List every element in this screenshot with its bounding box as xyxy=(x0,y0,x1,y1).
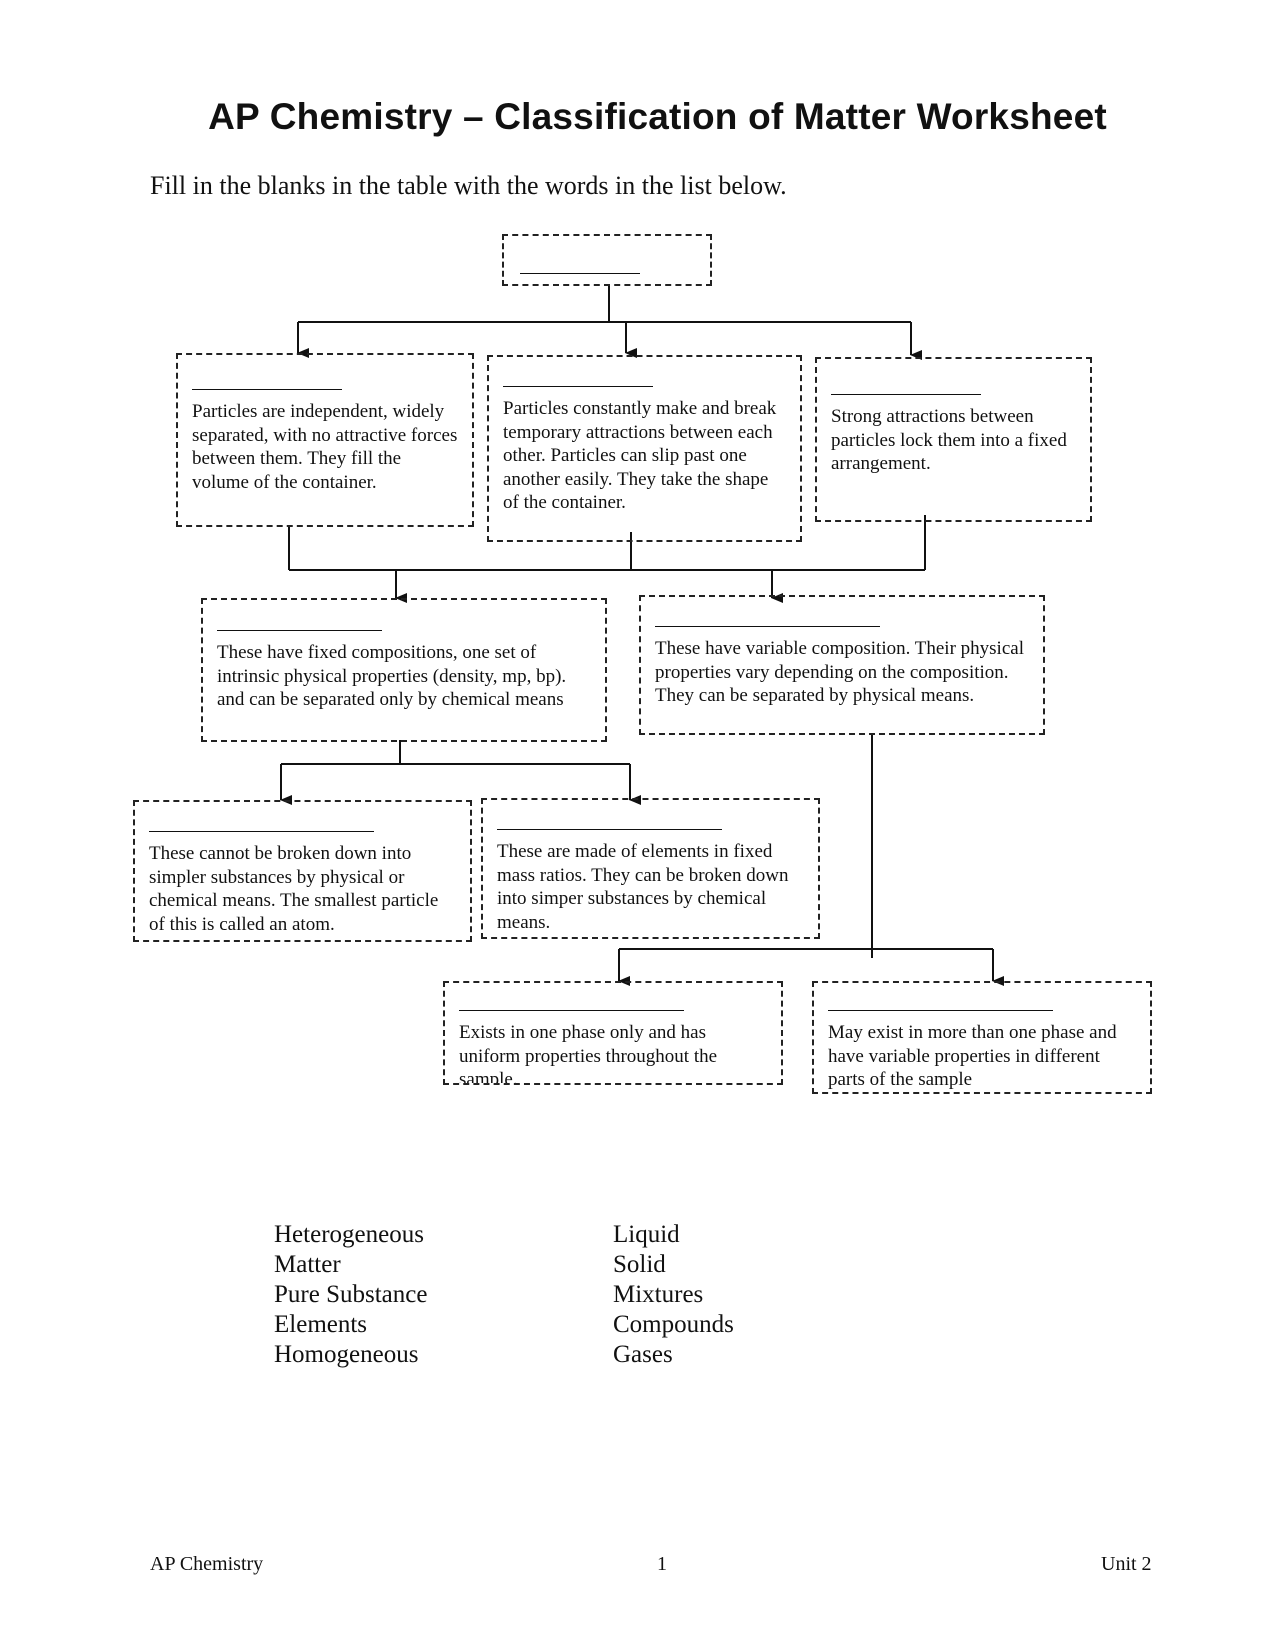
footer-left: AP Chemistry xyxy=(150,1553,264,1575)
word-list-item: Heterogeneous xyxy=(274,1221,424,1248)
compound-description: These are made of elements in fixed mass… xyxy=(497,841,789,933)
answer-blank[interactable] xyxy=(459,1010,684,1011)
answer-blank[interactable] xyxy=(828,1010,1053,1011)
element-box: These cannot be broken down into simpler… xyxy=(133,800,472,942)
solid-description: Strong attractions between particles loc… xyxy=(831,406,1067,474)
answer-blank[interactable] xyxy=(503,386,653,387)
liquid-box: Particles constantly make and break temp… xyxy=(487,355,802,542)
word-list-item: Solid xyxy=(613,1251,666,1278)
solid-box: Strong attractions between particles loc… xyxy=(815,357,1092,522)
instructions-text: Fill in the blanks in the table with the… xyxy=(150,171,787,200)
pure-substance-description: These have fixed compositions, one set o… xyxy=(217,642,567,710)
answer-blank[interactable] xyxy=(192,389,342,390)
homogeneous-description: Exists in one phase only and has uniform… xyxy=(459,1022,718,1085)
word-list-item: Homogeneous xyxy=(274,1341,419,1368)
word-list-item: Mixtures xyxy=(613,1281,704,1308)
worksheet-title: AP Chemistry – Classification of Matter … xyxy=(208,96,1107,137)
matter-box xyxy=(502,234,712,286)
homogeneous-box: Exists in one phase only and has uniform… xyxy=(443,981,783,1085)
word-list-item: Gases xyxy=(613,1341,673,1368)
word-list-item: Compounds xyxy=(613,1311,734,1338)
page-number: 1 xyxy=(657,1553,667,1575)
liquid-description: Particles constantly make and break temp… xyxy=(503,398,777,513)
word-list-item: Elements xyxy=(274,1311,368,1338)
word-list-column-1: Heterogeneous Matter Pure Substance Elem… xyxy=(274,1220,427,1370)
footer-right: Unit 2 xyxy=(1101,1553,1152,1575)
answer-blank[interactable] xyxy=(831,394,981,395)
answer-blank[interactable] xyxy=(497,829,722,830)
word-list-item: Liquid xyxy=(613,1221,680,1248)
mixture-description: These have variable composition. Their p… xyxy=(655,638,1024,706)
answer-blank[interactable] xyxy=(655,626,880,627)
word-list-column-2: Liquid Solid Mixtures Compounds Gases xyxy=(613,1220,734,1370)
heterogeneous-description: May exist in more than one phase and hav… xyxy=(828,1022,1117,1090)
heterogeneous-box: May exist in more than one phase and hav… xyxy=(812,981,1152,1094)
gas-box: Particles are independent, widely separa… xyxy=(176,353,474,527)
word-list-item: Matter xyxy=(274,1251,341,1278)
word-list-item: Pure Substance xyxy=(274,1281,428,1308)
compound-box: These are made of elements in fixed mass… xyxy=(481,798,820,939)
answer-blank[interactable] xyxy=(149,831,374,832)
gas-description: Particles are independent, widely separa… xyxy=(192,401,458,493)
answer-blank[interactable] xyxy=(217,630,382,631)
mixture-box: These have variable composition. Their p… xyxy=(639,595,1045,735)
pure-substance-box: These have fixed compositions, one set o… xyxy=(201,598,607,742)
answer-blank[interactable] xyxy=(520,273,640,274)
element-description: These cannot be broken down into simpler… xyxy=(149,843,439,935)
